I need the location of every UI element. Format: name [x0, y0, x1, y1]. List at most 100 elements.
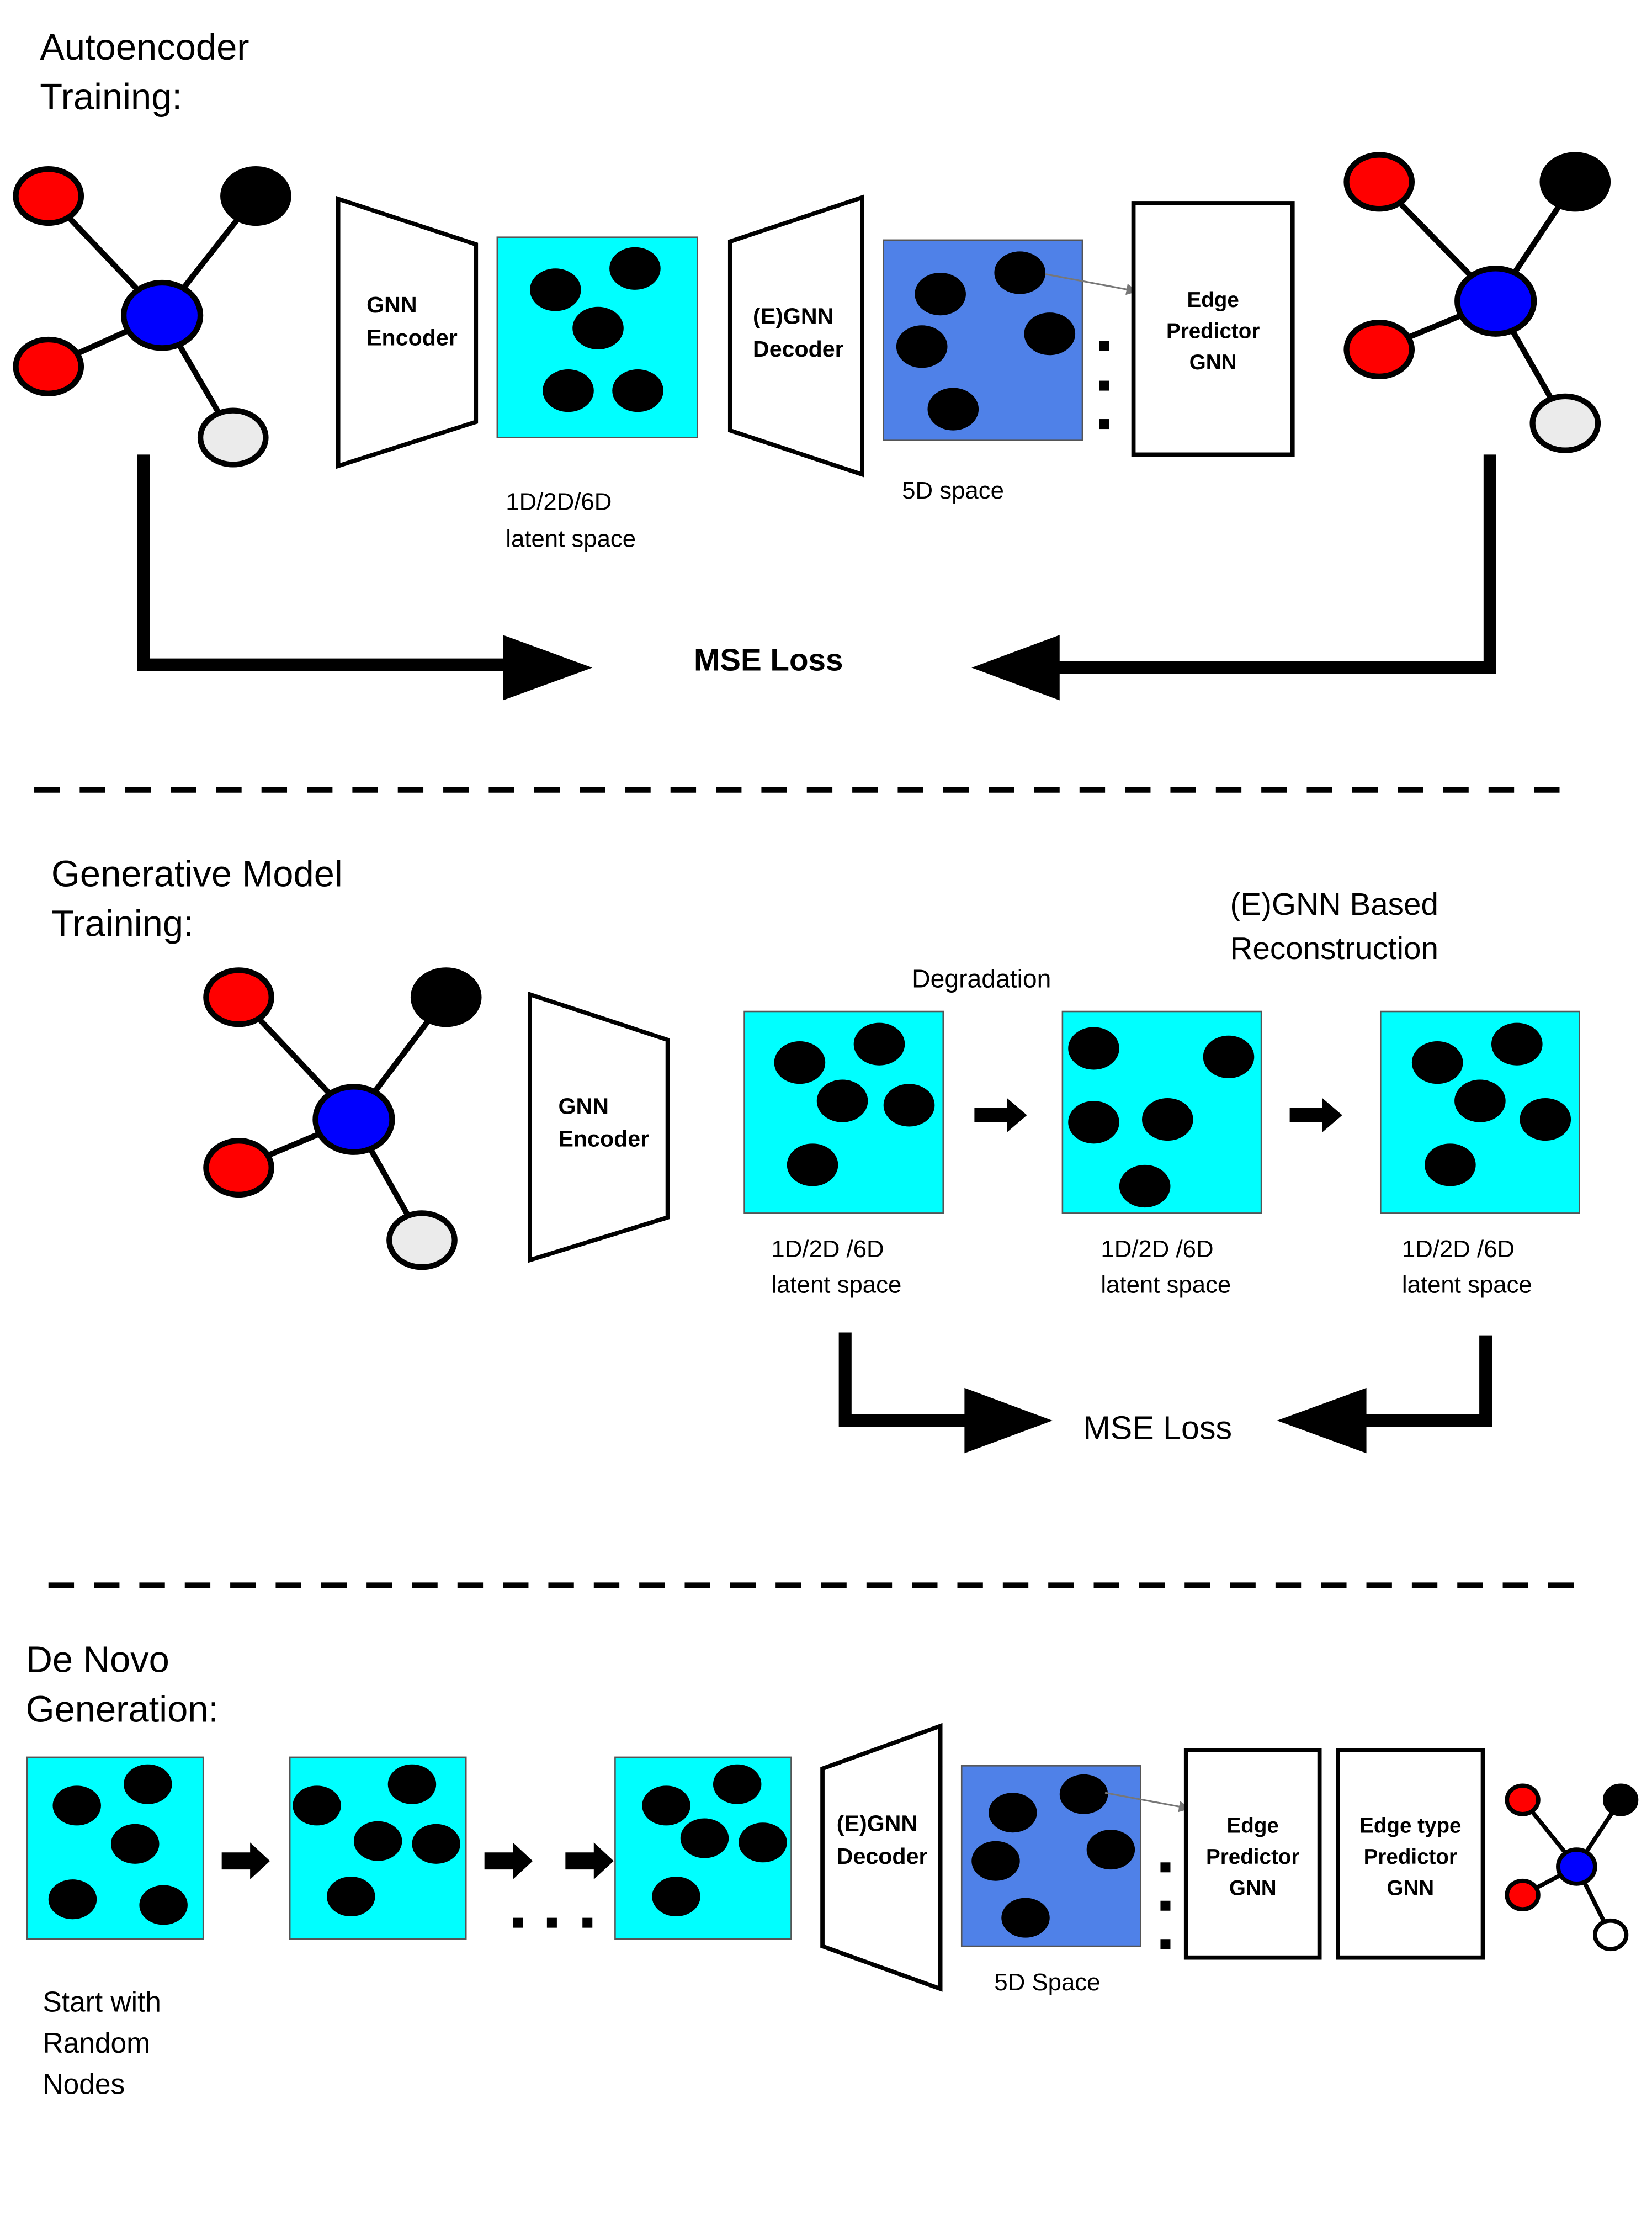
egnn-decoder-block — [727, 194, 864, 478]
node-gray — [197, 407, 269, 468]
input-graph — [203, 967, 482, 1270]
thin-connector-arrow — [1045, 273, 1138, 295]
flow-arrow — [221, 1842, 270, 1880]
latent-nodes — [530, 247, 663, 412]
node-black — [1539, 152, 1611, 212]
edge-type-predictor-line3: GNN — [1387, 1876, 1434, 1900]
start-label-line3: Nodes — [43, 2068, 125, 2100]
latent-nodes — [48, 1764, 188, 1925]
latent-nodes — [642, 1764, 787, 1917]
edge-predictor-box — [1183, 1748, 1322, 1960]
latent-nodes — [774, 1022, 935, 1186]
reconstruction-label-line1: (E)GNN Based — [1230, 887, 1438, 921]
section3-title-line1: De Novo — [26, 1639, 169, 1680]
decoder-label-line2: Decoder — [753, 336, 844, 362]
edge-predictor-line2: Predictor — [1166, 319, 1260, 343]
node-red — [13, 336, 84, 396]
latent-label-line2: latent space — [1101, 1271, 1231, 1298]
loss-arrowhead-right — [1277, 1387, 1367, 1454]
latent-label-line2: latent space — [1402, 1271, 1532, 1298]
input-graph — [13, 166, 291, 468]
section-de-novo-generation: De Novo Generation: — [26, 1639, 1639, 2100]
5d-space-label: 5D space — [902, 477, 1004, 504]
latent-label-line1: 1D/2D /6D — [1101, 1236, 1213, 1263]
node-red — [203, 1138, 274, 1198]
gnn-encoder-block — [528, 991, 670, 1263]
loss-arrowhead-right — [971, 635, 1060, 701]
latent-label-line1: 1D/2D /6D — [1402, 1236, 1515, 1263]
ellipsis-dots — [513, 1917, 593, 1928]
edge-predictor-line3: GNN — [1189, 351, 1237, 374]
loss-arrow-left — [137, 454, 512, 671]
section1-title-line1: Autoencoder — [40, 27, 249, 68]
edge-predictor-line1: Edge — [1187, 288, 1239, 312]
node-red — [1505, 1878, 1541, 1912]
start-label-line1: Start with — [43, 1985, 161, 2017]
5d-space-nodes — [971, 1774, 1135, 1938]
node-black — [220, 166, 291, 226]
gnn-encoder-block — [336, 195, 479, 469]
ellipsis-dots — [1160, 1862, 1171, 1949]
mse-loss-label: MSE Loss — [694, 642, 843, 677]
decoder-label-line1: (E)GNN — [753, 304, 833, 329]
node-gray — [386, 1210, 458, 1270]
edge-type-predictor-line1: Edge type — [1359, 1814, 1461, 1837]
mse-loss-label: MSE Loss — [1083, 1410, 1232, 1446]
node-white — [1592, 1918, 1629, 1952]
loss-arrow-right — [1356, 1335, 1492, 1427]
node-red — [1343, 152, 1415, 212]
section-generative-model-training: Generative Model Training: GNN Encoder D… — [51, 854, 1580, 1454]
edge-predictor-line2: Predictor — [1206, 1845, 1299, 1869]
node-blue — [120, 279, 204, 351]
flow-arrow — [565, 1842, 614, 1880]
latent-nodes — [293, 1764, 460, 1917]
loss-arrow-right — [1051, 454, 1496, 674]
latent-label-line1: 1D/2D /6D — [771, 1236, 884, 1263]
5d-space-nodes — [896, 251, 1076, 431]
node-gray — [1529, 393, 1601, 453]
flow-arrow — [484, 1842, 533, 1880]
node-red — [1505, 1783, 1541, 1816]
latent-nodes — [1411, 1022, 1571, 1186]
latent-label-line2: latent space — [771, 1271, 901, 1298]
encoder-label-line1: GNN — [366, 292, 417, 317]
flow-arrow — [1289, 1098, 1342, 1132]
output-graph — [1505, 1783, 1639, 1952]
loss-arrow-left — [838, 1332, 973, 1427]
thin-connector-arrow — [1104, 1792, 1191, 1813]
section2-title-line1: Generative Model — [51, 854, 343, 895]
start-label-line2: Random — [43, 2027, 150, 2059]
decoder-label-line1: (E)GNN — [837, 1811, 917, 1836]
decoder-label-line2: Decoder — [837, 1843, 928, 1869]
loss-arrowhead-left — [964, 1387, 1053, 1454]
section1-title-line2: Training: — [40, 76, 182, 118]
reconstruction-label-line2: Reconstruction — [1230, 931, 1438, 966]
encoder-label-line2: Encoder — [366, 325, 458, 350]
node-black — [410, 967, 482, 1027]
egnn-decoder-block — [820, 1723, 943, 1992]
node-red — [1343, 319, 1415, 380]
latent-label-line2: latent space — [506, 526, 636, 553]
node-blue — [1454, 266, 1537, 337]
edge-predictor-box — [1131, 201, 1295, 457]
degradation-label: Degradation — [912, 964, 1051, 993]
encoder-label-line1: GNN — [558, 1093, 608, 1119]
latent-label-line1: 1D/2D/6D — [506, 489, 612, 516]
node-blue — [312, 1084, 395, 1155]
node-red — [13, 166, 84, 226]
encoder-label-line2: Encoder — [558, 1126, 649, 1151]
edge-predictor-line1: Edge — [1227, 1814, 1279, 1837]
edge-type-predictor-box — [1336, 1748, 1485, 1960]
output-graph — [1343, 152, 1611, 453]
node-red — [203, 967, 274, 1027]
5d-space-label: 5D Space — [994, 1969, 1100, 1996]
section2-title-line2: Training: — [51, 903, 194, 945]
latent-nodes — [1068, 1027, 1255, 1208]
node-black — [1602, 1783, 1639, 1816]
node-blue — [1556, 1847, 1597, 1886]
edge-type-predictor-line2: Predictor — [1364, 1845, 1457, 1869]
loss-arrowhead-left — [503, 635, 593, 701]
section3-title-line2: Generation: — [26, 1689, 219, 1730]
edge-predictor-line3: GNN — [1229, 1876, 1277, 1900]
